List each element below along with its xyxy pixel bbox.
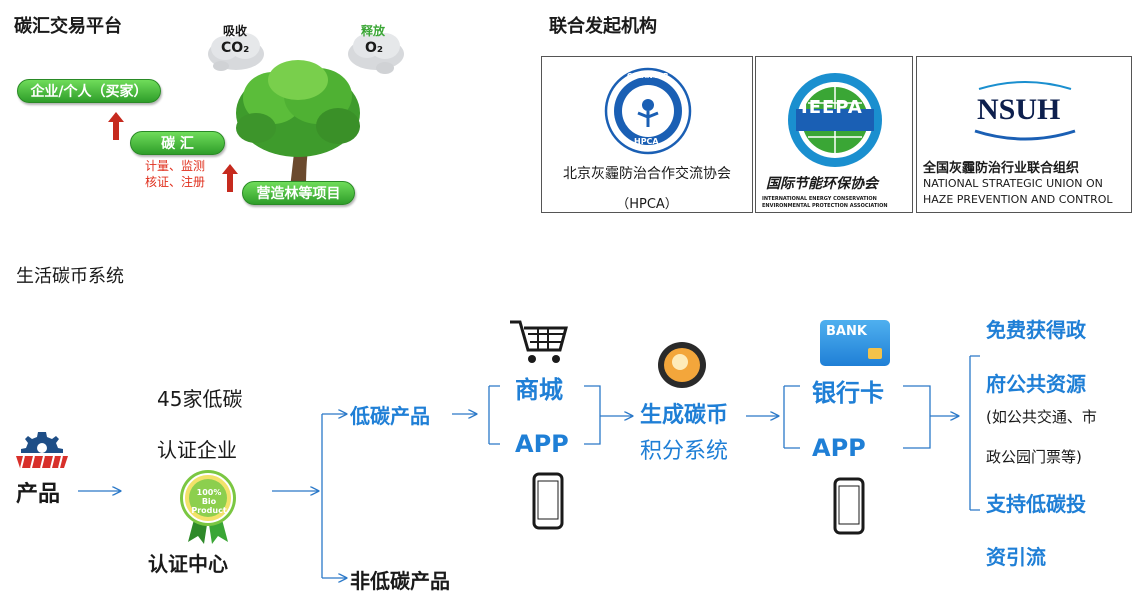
cert-center-label: 认证中心	[148, 552, 228, 576]
measure-text: 计量、监测	[145, 159, 206, 173]
co2-formula: CO₂	[221, 40, 250, 56]
bio-badge-icon	[180, 470, 236, 544]
bank-card-icon: BANK	[820, 320, 890, 366]
nsuh-logo: NSUH	[977, 93, 1061, 126]
result-2a: 支持低碳投	[986, 492, 1086, 516]
hpca-logo-bottom: HPCA	[634, 137, 659, 146]
org-nsuh-card: NSUH 全国灰霾防治行业联合组织 NATIONAL STRATEGIC UNI…	[916, 56, 1132, 213]
project-pill: 营造林等项目	[242, 181, 355, 205]
carbon-trade-title: 碳汇交易平台	[14, 16, 122, 37]
ieepa-globe-icon	[788, 73, 882, 167]
bank-card-logo: BANK	[826, 324, 867, 339]
o2-formula: O₂	[365, 40, 384, 56]
ieepa-logo: IEEPA	[801, 97, 863, 118]
result-1d: 政公园门票等)	[986, 448, 1082, 466]
points-system-label: 积分系统	[640, 439, 729, 464]
verify-text: 核证、注册	[145, 175, 206, 189]
ieepa-name-cn: 国际节能环保协会	[766, 176, 878, 192]
cert-text-1: 45家低碳	[157, 387, 243, 411]
app-label-1: APP	[515, 430, 569, 458]
nsuh-logo-icon	[974, 81, 1076, 141]
hpca-logo-icon	[604, 67, 692, 155]
nsuh-name-cn: 全国灰霾防治行业联合组织	[923, 161, 1080, 176]
orgs-title: 联合发起机构	[549, 16, 657, 37]
gear-factory-icon	[16, 432, 68, 469]
carbon-sink-pill: 碳 汇	[130, 131, 225, 155]
result-2b: 资引流	[986, 545, 1046, 569]
ieepa-name-en-2: ENVIRONMENTAL PROTECTION ASSOCIATION	[762, 203, 888, 209]
carbon-coin-icon	[658, 342, 706, 388]
tree-icon	[236, 60, 360, 188]
product-label: 产品	[16, 482, 61, 507]
hpca-abbr: （HPCA）	[616, 197, 678, 212]
buyer-pill: 企业/个人（买家）	[17, 79, 161, 103]
hpca-logo-top: CLEAN AIR	[627, 72, 669, 80]
app-label-2: APP	[812, 434, 866, 462]
absorb-label: 吸收	[223, 24, 248, 38]
non-low-carbon-product: 非低碳产品	[350, 569, 450, 593]
result-1c: (如公共交通、市	[986, 408, 1097, 426]
org-hpca-card: CLEAN AIR HPCA 北京灰霾防治合作交流协会 （HPCA）	[541, 56, 753, 213]
mall-label: 商城	[515, 376, 563, 404]
phone-icon	[833, 477, 865, 535]
nsuh-name-en-1: NATIONAL STRATEGIC UNION ON	[923, 177, 1103, 190]
ieepa-name-en-1: INTERNATIONAL ENERGY CONSERVATION	[762, 196, 877, 202]
low-carbon-product: 低碳产品	[350, 404, 430, 428]
cert-text-2: 认证企业	[157, 438, 237, 462]
up-arrow-icon	[108, 112, 124, 140]
cloud-release: 释放 O₂	[345, 20, 407, 76]
shopping-cart-icon	[510, 320, 568, 363]
result-1b: 府公共资源	[986, 372, 1086, 396]
release-label: 释放	[361, 24, 386, 38]
cloud-absorb: 吸收 CO₂	[205, 20, 267, 74]
bank-card-label: 银行卡	[812, 379, 884, 407]
phone-icon	[532, 472, 564, 530]
hpca-name: 北京灰霾防治合作交流协会	[563, 166, 731, 182]
carbon-coin-title: 生活碳币系统	[16, 266, 124, 287]
org-ieepa-card: IEEPA 国际节能环保协会 INTERNATIONAL ENERGY CONS…	[755, 56, 913, 213]
result-1a: 免费获得政	[986, 318, 1086, 342]
badge-text: 100% Bio Product	[191, 488, 227, 515]
up-arrow-icon	[222, 164, 238, 192]
nsuh-name-en-2: HAZE PREVENTION AND CONTROL	[923, 193, 1113, 206]
coin-generate-label: 生成碳币	[640, 403, 729, 428]
